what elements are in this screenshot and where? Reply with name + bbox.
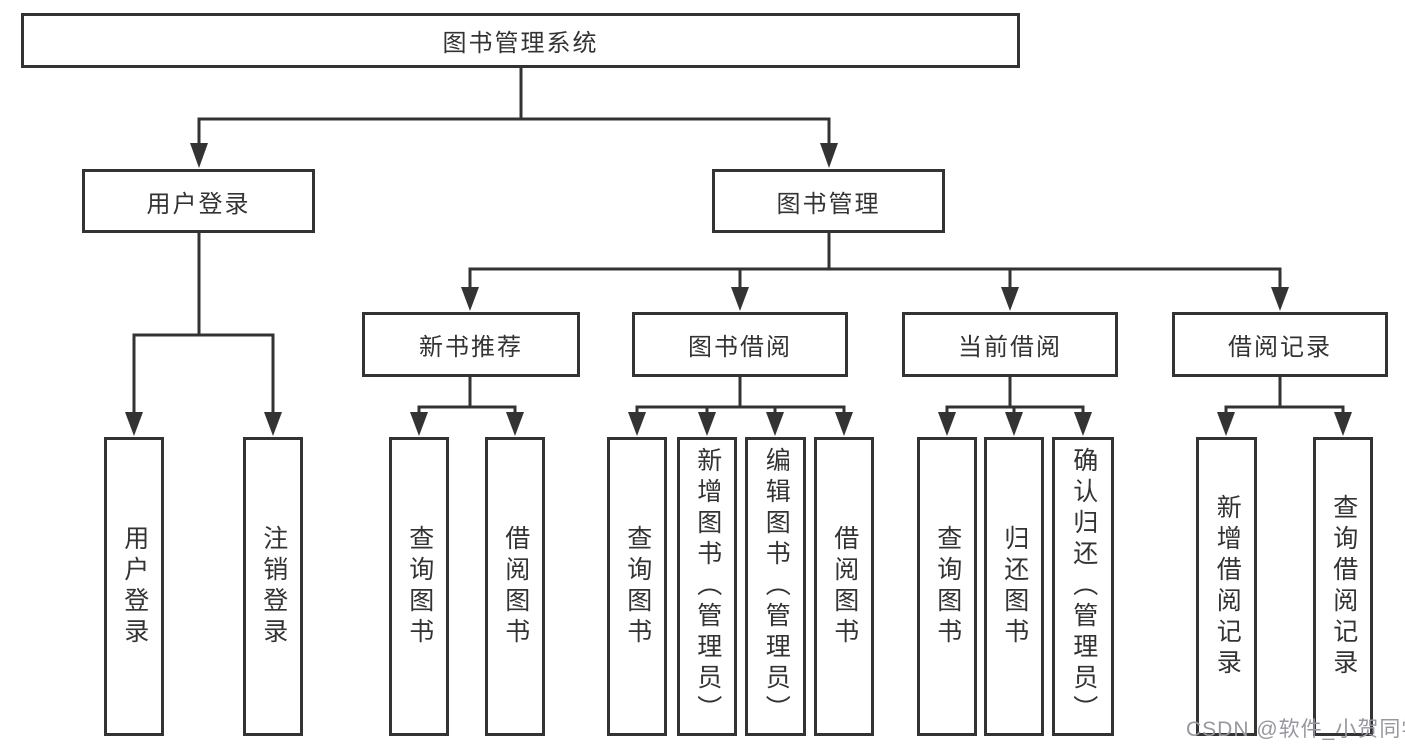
node-borrow-records-label: 借阅记录 bbox=[1228, 334, 1332, 361]
arrowhead bbox=[190, 143, 208, 168]
connector-currentborrow-to-leaves bbox=[945, 373, 1085, 418]
leaf-confirm-return-admin-label: 确认归还（管理员） bbox=[1069, 447, 1098, 726]
leaf-query-books-recommend-label: 查询图书 bbox=[405, 524, 434, 649]
arrowhead bbox=[125, 412, 143, 436]
leaf-add-book-admin-label: 新增图书（管理员） bbox=[693, 447, 722, 726]
leaf-query-borrow-record-label: 查询借阅记录 bbox=[1329, 493, 1358, 680]
leaf-borrow-books-label: 借阅图书 bbox=[830, 524, 859, 649]
leaf-add-borrow-record-label: 新增借阅记录 bbox=[1213, 493, 1242, 680]
arrowheads bbox=[125, 143, 1352, 436]
arrowhead bbox=[628, 412, 646, 436]
leaf-edit-book-admin-label: 编辑图书（管理员） bbox=[762, 447, 791, 726]
leaf-add-book-admin: 新增图书（管理员） bbox=[677, 437, 737, 736]
arrowhead bbox=[835, 412, 853, 436]
csdn-watermark: CSDN @软件_小贺同学 bbox=[1186, 718, 1405, 741]
leaf-query-books-borrow-label: 查询图书 bbox=[623, 524, 652, 649]
leaf-logout-login: 注销登录 bbox=[243, 437, 303, 736]
leaf-edit-book-admin: 编辑图书（管理员） bbox=[745, 437, 806, 736]
node-book-borrow-label: 图书借阅 bbox=[688, 334, 792, 361]
connector-userlogin-to-leaves bbox=[132, 229, 275, 418]
leaf-query-books-borrow: 查询图书 bbox=[607, 437, 667, 736]
connector-borrowrecord-to-leaves bbox=[1224, 373, 1345, 418]
node-new-book-recommend: 新书推荐 bbox=[362, 312, 580, 377]
arrowhead bbox=[1074, 412, 1092, 436]
arrowhead bbox=[820, 143, 838, 168]
node-new-book-recommend-label: 新书推荐 bbox=[419, 334, 523, 361]
leaf-borrow-books-recommend-label: 借阅图书 bbox=[501, 524, 530, 649]
node-book-management-label: 图书管理 bbox=[776, 190, 881, 218]
arrowhead bbox=[1217, 412, 1235, 436]
leaf-borrow-books-recommend: 借阅图书 bbox=[485, 437, 545, 736]
leaf-logout-login-label: 注销登录 bbox=[259, 524, 288, 649]
arrowhead bbox=[1271, 287, 1289, 311]
arrowhead bbox=[1334, 412, 1352, 436]
arrowhead bbox=[506, 412, 524, 436]
arrowhead bbox=[731, 287, 749, 311]
node-library-system: 图书管理系统 bbox=[21, 13, 1020, 68]
arrowhead bbox=[1001, 287, 1019, 311]
leaf-return-book-label: 归还图书 bbox=[1000, 524, 1029, 649]
connector-bookborrow-to-leaves bbox=[635, 373, 846, 418]
connector-root-to-level2 bbox=[197, 64, 831, 148]
connector-newbook-to-leaves bbox=[417, 373, 517, 418]
node-user-login-label: 用户登录 bbox=[146, 190, 251, 218]
leaf-return-book: 归还图书 bbox=[984, 437, 1044, 736]
node-book-management: 图书管理 bbox=[712, 169, 945, 233]
arrowhead bbox=[698, 412, 716, 436]
node-borrow-records: 借阅记录 bbox=[1172, 312, 1388, 377]
arrowhead bbox=[938, 412, 956, 436]
node-user-login: 用户登录 bbox=[82, 169, 315, 233]
leaf-borrow-books: 借阅图书 bbox=[814, 437, 874, 736]
arrowhead bbox=[766, 412, 784, 436]
leaf-add-borrow-record: 新增借阅记录 bbox=[1196, 437, 1257, 736]
leaf-query-borrow-record: 查询借阅记录 bbox=[1313, 437, 1373, 736]
arrowhead bbox=[264, 412, 282, 436]
leaf-query-books-recommend: 查询图书 bbox=[389, 437, 449, 736]
arrowhead bbox=[410, 412, 428, 436]
arrowhead bbox=[1005, 412, 1023, 436]
leaf-user-login-label: 用户登录 bbox=[120, 524, 149, 649]
node-library-system-label: 图书管理系统 bbox=[442, 30, 599, 57]
leaf-confirm-return-admin: 确认归还（管理员） bbox=[1052, 437, 1114, 736]
node-current-borrow: 当前借阅 bbox=[902, 312, 1118, 377]
leaf-query-books-current: 查询图书 bbox=[917, 437, 977, 736]
arrowhead bbox=[461, 287, 479, 311]
leaf-user-login: 用户登录 bbox=[104, 437, 164, 736]
connector-bookmgmt-to-level3 bbox=[468, 229, 1282, 292]
leaf-query-books-current-label: 查询图书 bbox=[933, 524, 962, 649]
node-book-borrow: 图书借阅 bbox=[632, 312, 848, 377]
node-current-borrow-label: 当前借阅 bbox=[958, 334, 1062, 361]
